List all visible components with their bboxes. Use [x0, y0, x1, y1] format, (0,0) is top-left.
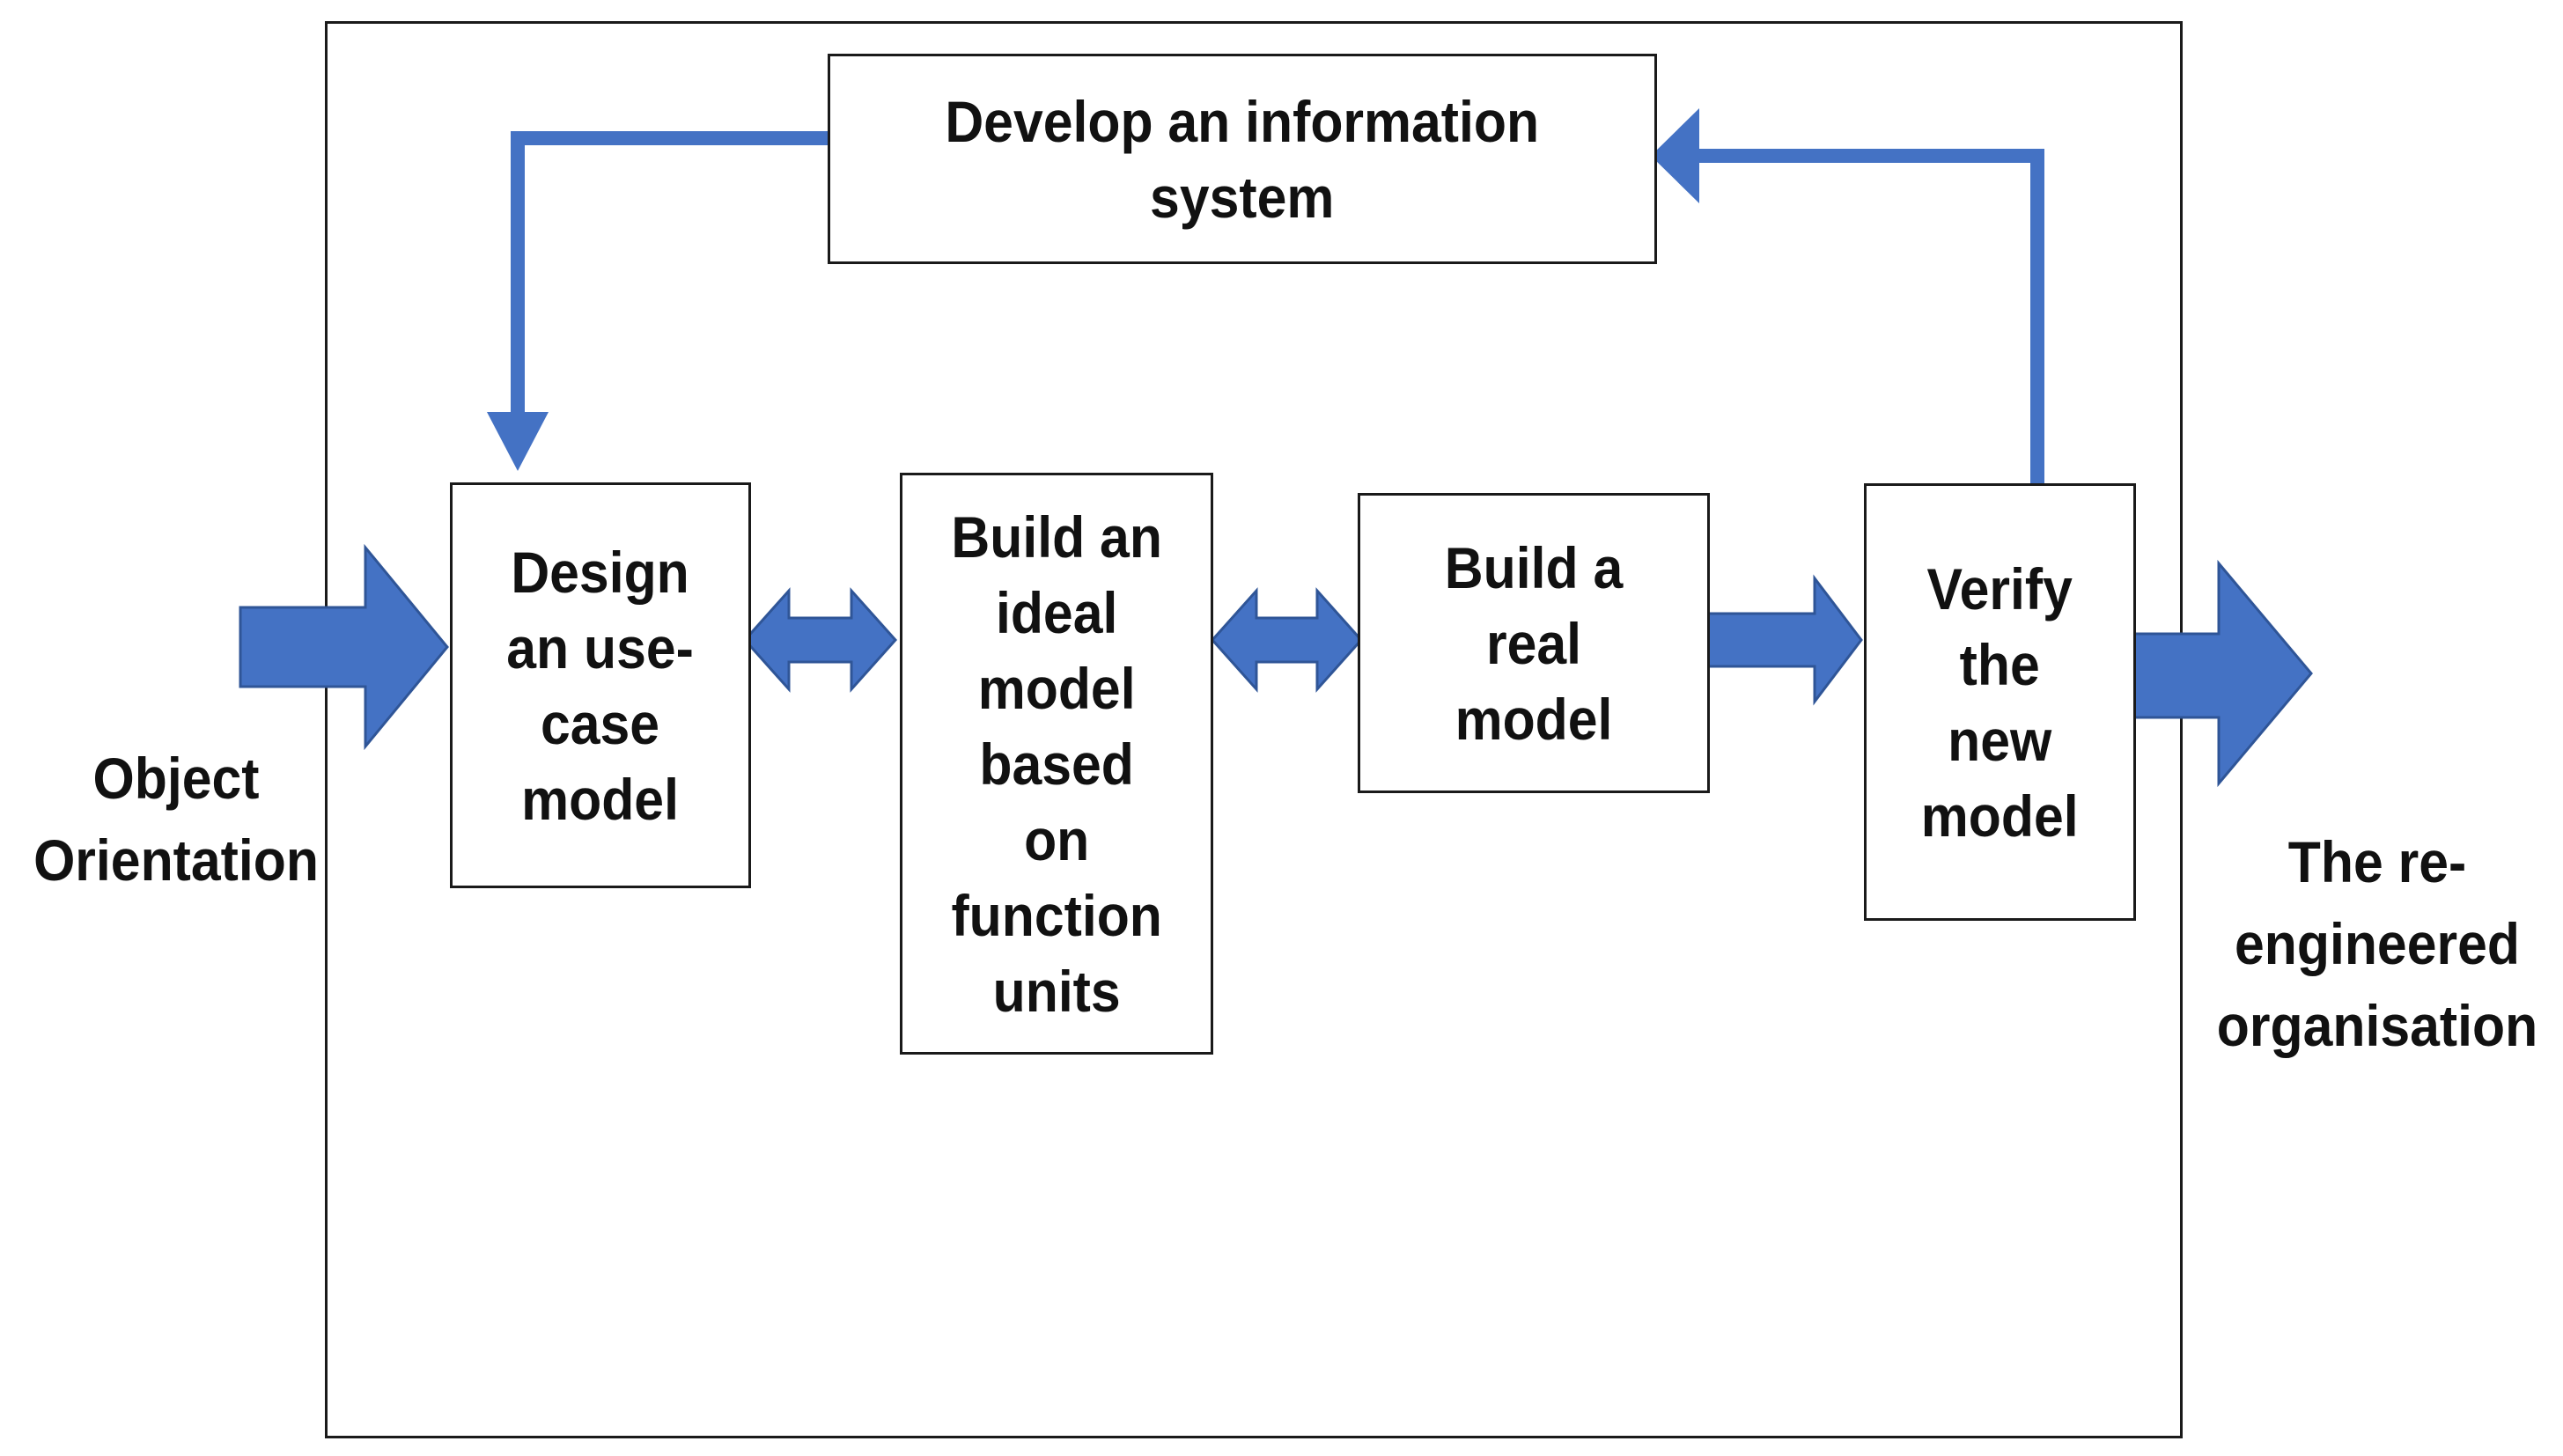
output-block-arrow	[2132, 559, 2313, 788]
feedback-arrow-to-develop	[1686, 149, 2044, 486]
input-label: Object Orientation	[33, 746, 319, 893]
build-ideal-model-label: Build an ideal model based on function u…	[951, 504, 1162, 1024]
build-ideal-model-box: Build an ideal model based on function u…	[900, 473, 1213, 1055]
feedback-arrowhead-left	[1651, 108, 1699, 203]
build-real-model-box: Build a real model	[1358, 493, 1710, 793]
arrow-real-to-verify	[1706, 574, 1863, 706]
input-block-arrow	[239, 543, 449, 751]
feedback-arrowhead-down	[487, 412, 549, 471]
build-real-model-label: Build a real model	[1444, 534, 1624, 752]
system-boundary-frame	[325, 21, 2183, 1438]
output-label: The re- engineered organisation	[2216, 829, 2538, 1058]
feedback-arrow-to-design	[511, 131, 829, 431]
design-use-case-model-box: Design an use- case model	[450, 482, 751, 888]
design-use-case-model-label: Design an use- case model	[506, 539, 695, 832]
develop-information-system-box: Develop an information system	[828, 54, 1657, 264]
verify-new-model-label: Verify the new model	[1921, 555, 2079, 849]
develop-information-system-label: Develop an information system	[945, 88, 1540, 230]
verify-new-model-box: Verify the new model	[1864, 483, 2136, 921]
double-arrow-design-ideal	[742, 587, 898, 693]
double-arrow-ideal-real	[1210, 587, 1364, 693]
